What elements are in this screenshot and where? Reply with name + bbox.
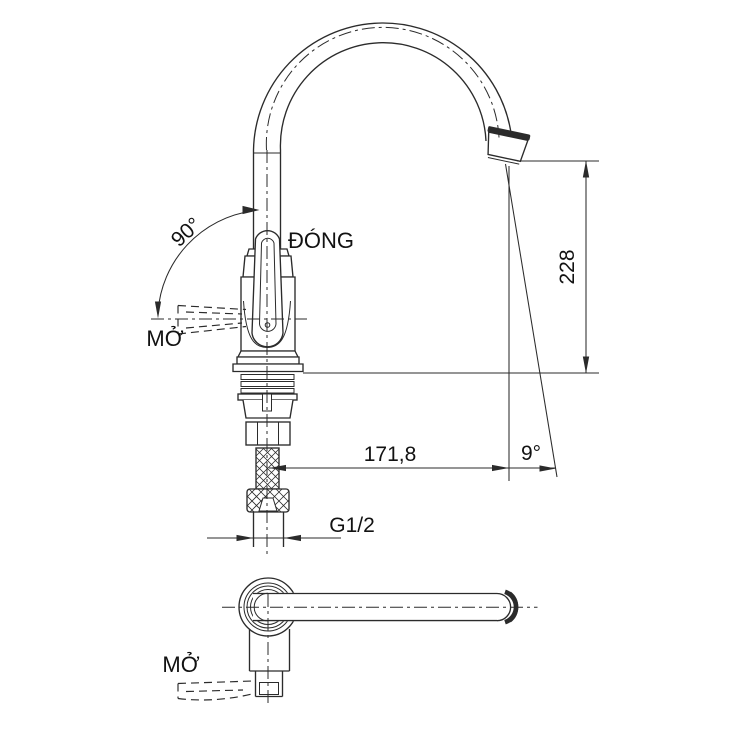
supply-pipe	[252, 512, 285, 547]
spout-gooseneck	[252, 22, 512, 252]
center-lines	[151, 26, 500, 557]
water-stream-lines	[504, 163, 558, 481]
label-swing-angle: 90°	[167, 213, 206, 251]
arrow-up-end	[242, 205, 260, 215]
side-view: 90° 228 171,8 9° G1/2 ĐÓNG	[146, 22, 599, 557]
dimension-spout-reach: 171,8 9°	[269, 442, 556, 472]
supply-nut	[246, 488, 290, 513]
label-handle-closed: ĐÓNG	[288, 228, 354, 253]
label-spout-reach: 171,8	[364, 443, 417, 466]
handle-lever-open-dashed	[177, 304, 247, 335]
label-stream-angle: 9°	[521, 442, 541, 465]
top-view: MỞ	[162, 577, 538, 707]
label-inlet-thread: G1/2	[329, 514, 375, 537]
handle-top-closed	[248, 629, 291, 698]
label-handle-open-side: MỞ	[146, 326, 183, 351]
handle-top-open-dashed	[177, 680, 255, 701]
dimension-inlet-thread: G1/2	[207, 514, 375, 542]
arrow-down-end	[154, 301, 162, 319]
center-lines-top	[222, 594, 538, 707]
spout-aerator	[487, 126, 531, 165]
label-outlet-height: 228	[556, 249, 579, 284]
dimension-outlet-height: 228	[303, 160, 599, 374]
hex-nut	[245, 421, 291, 446]
label-handle-open-top: MỞ	[162, 652, 199, 677]
